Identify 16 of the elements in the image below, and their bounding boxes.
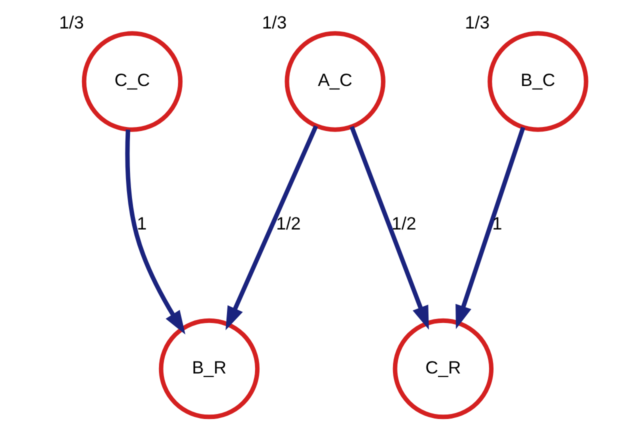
node-circle: C_R [392,318,494,420]
node-circle: C_C [81,31,182,132]
arrow [124,130,185,334]
edge-label: 1/2 [276,214,300,234]
arrow [225,125,318,330]
node-label: 1/3 [464,12,490,32]
node-circle: B_R [158,318,260,420]
node-circle: A_C [284,31,385,132]
node-label: 1/3 [262,12,286,32]
arrow [349,126,428,330]
arrow [455,126,525,330]
edge-label: 1 [136,214,146,234]
edge-label: 1/2 [391,214,416,234]
node-circle: B_C [487,31,588,132]
node-label: 1/3 [58,12,84,32]
edge-label: 1 [492,214,502,234]
